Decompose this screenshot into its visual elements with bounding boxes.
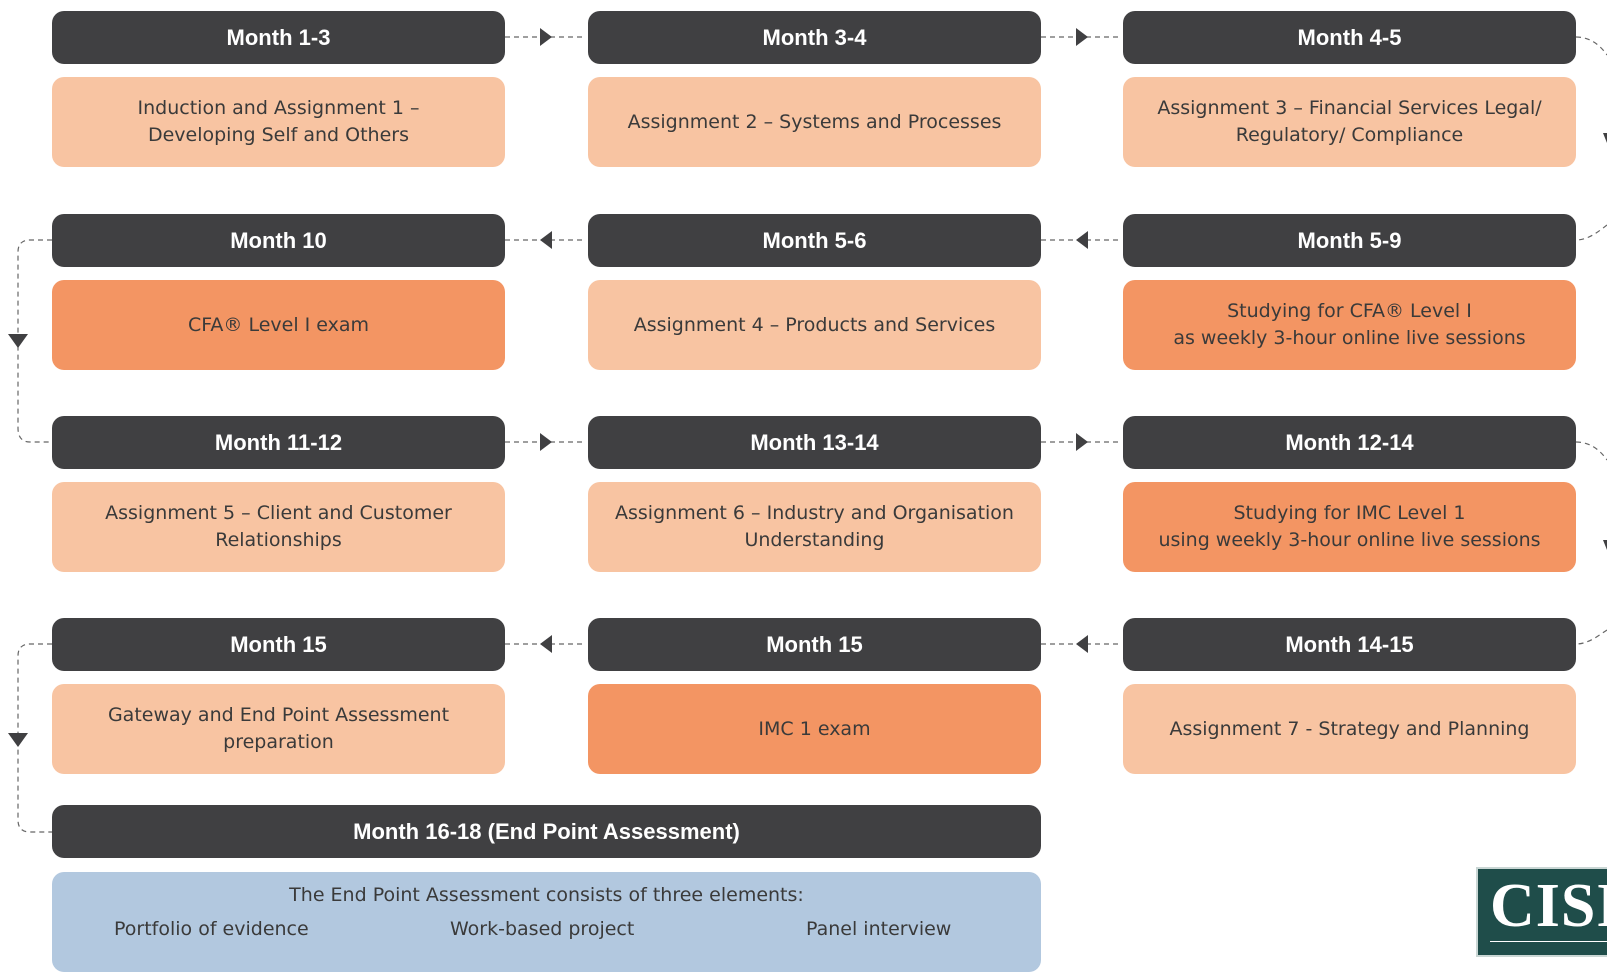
cisi-logo: CISI [1476,867,1607,957]
step-card: Induction and Assignment 1 – Developing … [52,77,505,167]
step-header: Month 11-12 [52,416,505,469]
step-header: Month 5-9 [1123,214,1576,267]
step-header: Month 4-5 [1123,11,1576,64]
step-header: Month 1-3 [52,11,505,64]
step-text: Assignment 6 – Industry and Organisation… [615,502,1014,551]
step-header: Month 14-15 [1123,618,1576,671]
step-card: IMC 1 exam [588,684,1041,774]
step-text: IMC 1 exam [758,717,871,740]
assessment-element: Portfolio of evidence [114,918,309,940]
arrow-left-icon [1076,635,1088,653]
step-header: Month 12-14 [1123,416,1576,469]
step-card: Assignment 6 – Industry and Organisation… [588,482,1041,572]
step-text: Studying for CFA® Level I as weekly 3-ho… [1173,300,1526,349]
step-header: Month 13-14 [588,416,1041,469]
arrow-down-icon [1603,133,1607,143]
step-text: Assignment 5 – Client and Customer Relat… [105,502,452,551]
step-card: Studying for CFA® Level I as weekly 3-ho… [1123,280,1576,370]
step-header: Month 15 [588,618,1041,671]
arrow-down-icon [8,733,28,747]
arrow-left-icon [540,635,552,653]
step-text: Assignment 2 – Systems and Processes [627,110,1002,133]
arrow-right-icon [540,28,552,46]
step-card: Assignment 5 – Client and Customer Relat… [52,482,505,572]
step-card: Assignment 3 – Financial Services Legal/… [1123,77,1576,167]
step-text: Induction and Assignment 1 – Developing … [137,97,420,146]
step-card: Assignment 4 – Products and Services [588,280,1041,370]
step-card: Gateway and End Point Assessment prepara… [52,684,505,774]
final-step-header: Month 16-18 (End Point Assessment) [52,805,1041,858]
step-card: Studying for IMC Level 1 using weekly 3-… [1123,482,1576,572]
logo-divider [1490,941,1607,942]
arrow-left-icon [1076,231,1088,249]
step-card: Assignment 2 – Systems and Processes [588,77,1041,167]
step-text: CFA® Level I exam [187,313,370,336]
final-step-card: The End Point Assessment consists of thr… [52,872,1041,972]
step-header: Month 15 [52,618,505,671]
step-text: Assignment 3 – Financial Services Legal/… [1157,97,1542,146]
arrow-right-icon [1076,28,1088,46]
step-text: Assignment 4 – Products and Services [633,313,996,336]
step-text: Gateway and End Point Assessment prepara… [107,704,450,753]
arrow-down-icon [1603,540,1607,550]
assessment-element: Panel interview [806,918,952,940]
arrow-right-icon [540,433,552,451]
assessment-element: Work-based project [450,918,635,940]
step-card: Assignment 7 - Strategy and Planning [1123,684,1576,774]
step-header: Month 3-4 [588,11,1041,64]
step-text: Studying for IMC Level 1 using weekly 3-… [1158,502,1541,551]
flow-connectors [8,28,1607,833]
step-text: Assignment 7 - Strategy and Planning [1169,717,1530,740]
arrow-down-icon [8,334,28,348]
step-header: Month 10 [52,214,505,267]
arrow-right-icon [1076,433,1088,451]
step-header: Month 5-6 [588,214,1041,267]
final-intro-text: The End Point Assessment consists of thr… [289,884,804,906]
logo-text: CISI [1490,872,1607,940]
step-card: CFA® Level I exam [52,280,505,370]
arrow-left-icon [540,231,552,249]
